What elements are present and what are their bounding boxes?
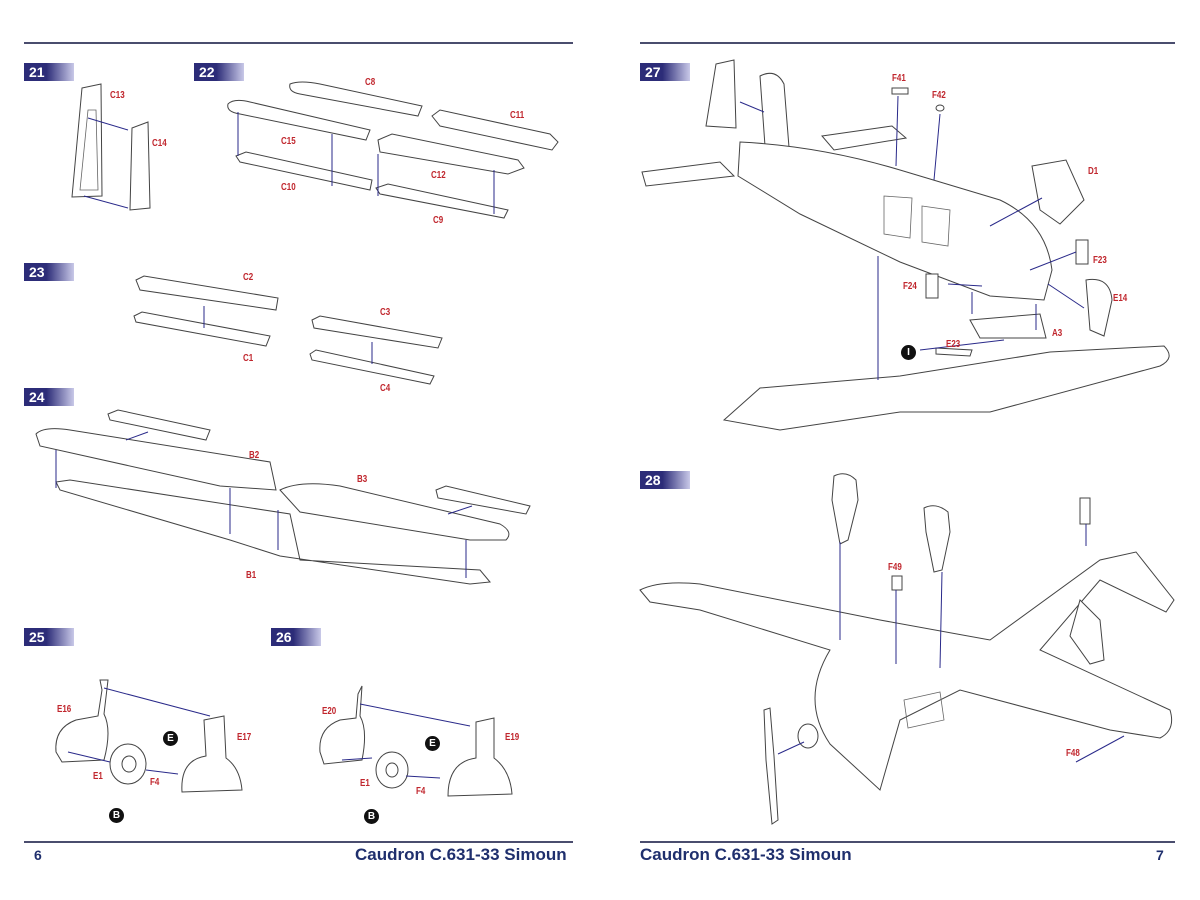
part-label: B3 bbox=[357, 474, 368, 485]
part-label: F49 bbox=[888, 562, 902, 573]
step-header-27: 27 bbox=[640, 63, 690, 81]
part-label: C10 bbox=[281, 182, 296, 193]
step-22-art bbox=[227, 81, 559, 219]
part-label: B1 bbox=[246, 570, 257, 581]
part-label: E16 bbox=[57, 704, 72, 715]
part-label: C1 bbox=[243, 353, 254, 364]
part-label: C8 bbox=[365, 77, 376, 88]
part-label: C2 bbox=[243, 272, 254, 283]
part-label: C9 bbox=[433, 215, 444, 226]
page-number-right: 7 bbox=[1156, 847, 1164, 863]
step-24-art bbox=[35, 409, 531, 585]
part-label: E17 bbox=[237, 732, 252, 743]
callout-e: E bbox=[163, 731, 178, 746]
bottom-rule-right bbox=[640, 841, 1175, 843]
footer-title-right: Caudron C.631-33 Simoun bbox=[640, 845, 852, 864]
part-label: C11 bbox=[510, 110, 525, 121]
page-number-left: 6 bbox=[34, 847, 42, 863]
footer-title-left: Caudron C.631-33 Simoun bbox=[355, 845, 567, 864]
part-label: F42 bbox=[932, 90, 946, 101]
part-label: F4 bbox=[416, 786, 426, 797]
step-25-art bbox=[55, 679, 243, 793]
part-label: C15 bbox=[281, 136, 296, 147]
part-label: E1 bbox=[360, 778, 370, 789]
step-header-23: 23 bbox=[24, 263, 74, 281]
part-label: E20 bbox=[322, 706, 337, 717]
part-label: B2 bbox=[249, 450, 260, 461]
step-26-art bbox=[319, 685, 513, 797]
callout-b: B bbox=[109, 808, 124, 823]
part-label: C4 bbox=[380, 383, 391, 394]
part-label: D1 bbox=[1088, 166, 1099, 177]
step-21-art bbox=[71, 83, 151, 211]
step-header-25: 25 bbox=[24, 628, 74, 646]
callout-e: E bbox=[425, 736, 440, 751]
step-header-28: 28 bbox=[640, 471, 690, 489]
part-label: E19 bbox=[505, 732, 520, 743]
step-23-art bbox=[133, 275, 443, 385]
part-label: E23 bbox=[946, 339, 961, 350]
part-label: F23 bbox=[1093, 255, 1107, 266]
bottom-rule-left bbox=[24, 841, 573, 843]
step-27-art bbox=[641, 59, 1170, 431]
step-header-26: 26 bbox=[271, 628, 321, 646]
part-label: F24 bbox=[903, 281, 917, 292]
part-label: C12 bbox=[431, 170, 446, 181]
part-label: E14 bbox=[1113, 293, 1128, 304]
step-header-21: 21 bbox=[24, 63, 74, 81]
step-28-art bbox=[639, 473, 1175, 825]
callout-b: B bbox=[364, 809, 379, 824]
callout-i: I bbox=[901, 345, 916, 360]
step-header-24: 24 bbox=[24, 388, 74, 406]
part-label: F48 bbox=[1066, 748, 1080, 759]
part-label: F41 bbox=[892, 73, 906, 84]
step-header-22: 22 bbox=[194, 63, 244, 81]
part-label: F4 bbox=[150, 777, 160, 788]
part-label: C14 bbox=[152, 138, 167, 149]
part-label: C13 bbox=[110, 90, 125, 101]
part-label: C3 bbox=[380, 307, 391, 318]
top-rule-left bbox=[24, 42, 573, 44]
part-label: E1 bbox=[93, 771, 103, 782]
part-label: A3 bbox=[1052, 328, 1063, 339]
top-rule-right bbox=[640, 42, 1175, 44]
